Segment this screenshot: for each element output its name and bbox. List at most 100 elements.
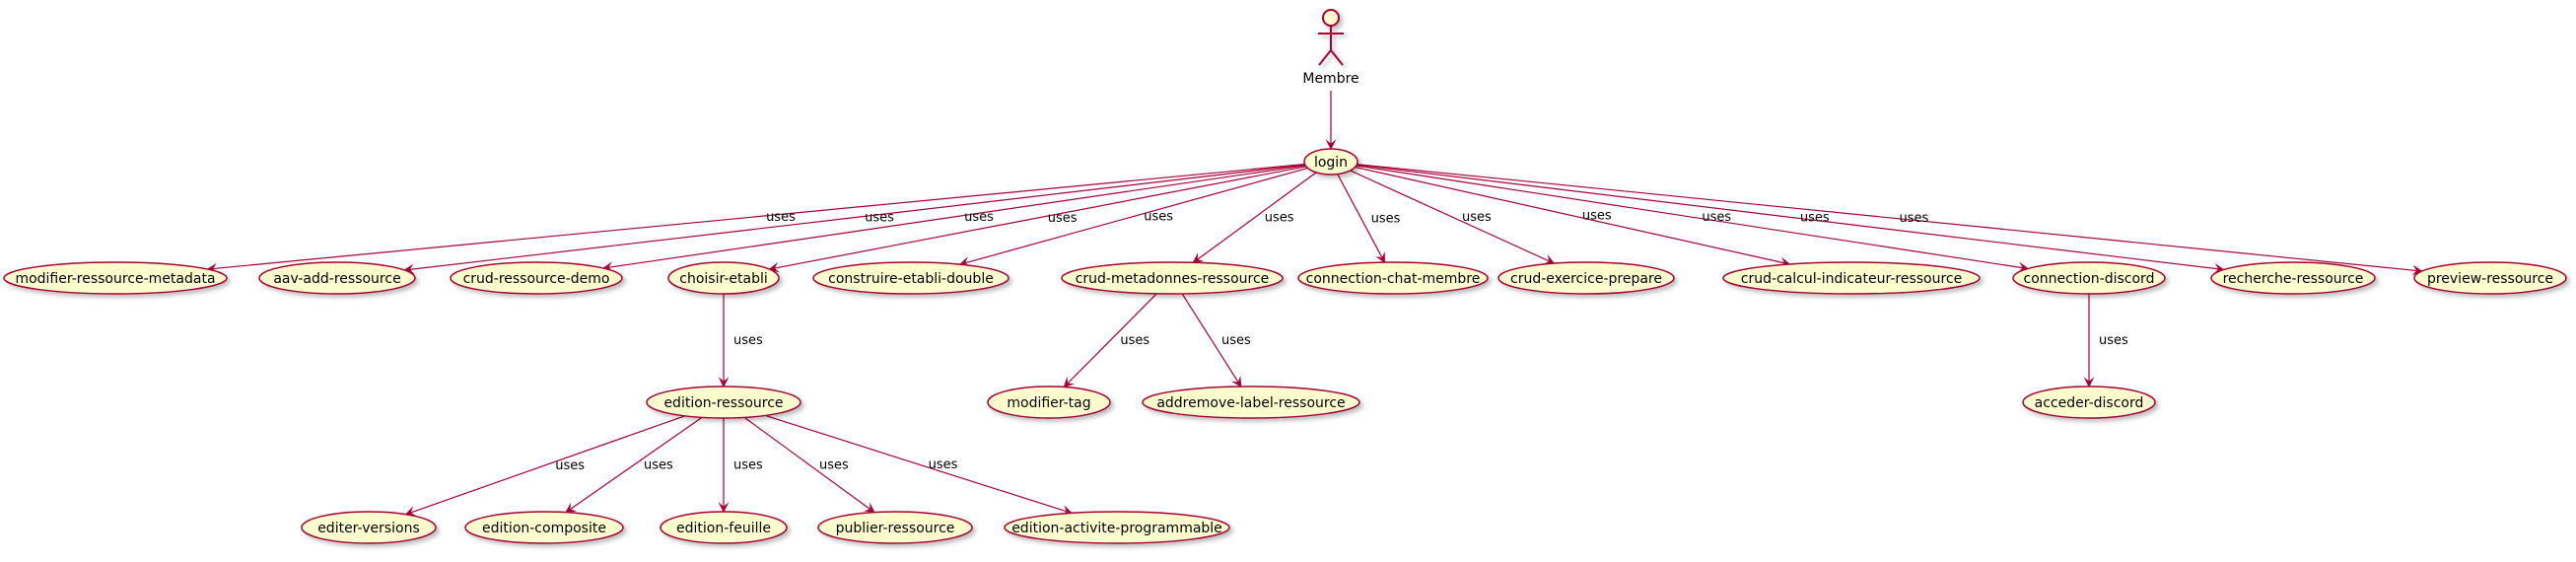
edge-line: [565, 416, 703, 514]
edge-label: uses: [1048, 211, 1078, 226]
use-case-ellipse: [301, 511, 437, 544]
use-case-ellipse: [2210, 261, 2376, 295]
edge-edition-ressource-to-edition-composite: uses: [565, 416, 703, 514]
use-case-choisir-etabli: choisir-etabli: [667, 261, 780, 295]
use-case-ellipse: [1061, 261, 1284, 295]
edge-label: uses: [1221, 333, 1251, 348]
actor-figure-icon: [1318, 9, 1344, 66]
use-case-label: editer-versions: [317, 521, 420, 536]
use-case-label: crud-calcul-indicateur-ressource: [1741, 271, 1963, 287]
use-case-label: edition-feuille: [676, 521, 771, 536]
use-case-label: construire-etabli-double: [828, 271, 994, 287]
edge-line: [1063, 293, 1157, 388]
use-case-label: connection-discord: [2024, 271, 2155, 287]
use-case-login: login: [1303, 148, 1358, 176]
actor-label: Membre: [1302, 71, 1358, 87]
edge-label: uses: [2099, 333, 2128, 348]
edge-login-to-preview-ressource: uses: [1357, 164, 2423, 276]
edge-login-to-crud-calcul-indicateur-ressource: uses: [1355, 166, 1791, 268]
use-case-recherche-ressource: recherche-ressource: [2210, 261, 2376, 295]
use-case-crud-metadonnes-ressource: crud-metadonnes-ressource: [1061, 261, 1284, 295]
use-case-label: preview-ressource: [2427, 271, 2553, 287]
use-case-label: aav-add-ressource: [273, 271, 400, 287]
edge-line: [768, 166, 1307, 273]
use-case-label: edition-composite: [482, 521, 606, 536]
use-case-label: modifier-ressource-metadata: [15, 271, 215, 287]
edge-line: [743, 416, 875, 514]
use-case-connection-chat-membre: connection-chat-membre: [1297, 261, 1489, 295]
edge-edition-ressource-to-edition-activite-programmable: uses: [765, 414, 1074, 516]
use-case-addremove-label-ressource: addremove-label-ressource: [1142, 386, 1360, 419]
edge-login-to-recherche-ressource: uses: [1357, 164, 2225, 274]
edge-line: [1355, 166, 1791, 268]
use-case-label: choisir-etabli: [679, 271, 767, 287]
use-case-ellipse: [1722, 261, 1981, 295]
use-case-ellipse: [667, 261, 780, 295]
use-case-label: crud-exercice-prepare: [1510, 271, 1662, 287]
edge-label: uses: [1900, 211, 1929, 226]
edge-label: uses: [964, 210, 994, 225]
edge-label: uses: [1265, 211, 1294, 226]
use-case-label: modifier-tag: [1007, 395, 1090, 411]
use-case-ellipse: [2012, 261, 2166, 295]
use-case-modifier-ressource-metadata: modifier-ressource-metadata: [3, 261, 228, 295]
use-case-label: publier-ressource: [836, 521, 955, 536]
use-case-crud-ressource-demo: crud-ressource-demo: [450, 261, 623, 295]
use-case-label: recherche-ressource: [2223, 271, 2364, 287]
edge-login-to-modifier-ressource-metadata: uses: [206, 163, 1305, 274]
use-case-ellipse: [817, 511, 973, 544]
edge-label: uses: [1800, 210, 1830, 225]
edge-label: uses: [819, 458, 849, 473]
edge-line: [765, 414, 1074, 516]
edge-edition-ressource-to-publier-ressource: uses: [743, 416, 875, 514]
actor: Membre: [1302, 9, 1359, 87]
use-case-publier-ressource: publier-ressource: [817, 511, 973, 544]
use-case-label: edition-activite-programmable: [1011, 521, 1222, 536]
use-case-edition-composite: edition-composite: [464, 511, 624, 544]
edge-crud-metadonnes-ressource-to-modifier-tag: uses: [1063, 293, 1157, 388]
use-case-label: connection-chat-membre: [1306, 271, 1481, 287]
use-case-ellipse: [258, 261, 416, 295]
use-case-ellipse: [464, 511, 624, 544]
use-case-crud-exercice-prepare: crud-exercice-prepare: [1497, 261, 1675, 295]
edge-choisir-etabli-to-edition-ressource: uses: [718, 294, 763, 388]
edge-label: uses: [1462, 210, 1492, 225]
use-case-ellipse: [450, 261, 623, 295]
edge-label: uses: [1702, 210, 1731, 225]
use-case-modifier-tag: modifier-tag: [987, 386, 1111, 419]
edge-login-to-crud-metadonnes-ressource: uses: [1192, 172, 1317, 263]
use-case-acceder-discord: acceder-discord: [2022, 386, 2156, 419]
use-case-label: edition-ressource: [663, 395, 783, 411]
use-case-ellipse: [3, 261, 228, 295]
edge-login-to-construire-etabli-double: uses: [958, 167, 1308, 267]
use-case-ellipse: [646, 386, 801, 419]
use-case-ellipse: [1004, 511, 1230, 544]
edge-label: uses: [733, 333, 763, 348]
use-case-edition-activite-programmable: edition-activite-programmable: [1004, 511, 1230, 544]
edge-login-to-connection-chat-membre: uses: [1337, 174, 1401, 264]
use-case-ellipse: [812, 261, 1010, 295]
edge-login-to-crud-exercice-prepare: uses: [1350, 170, 1556, 265]
edge-line: [403, 164, 1305, 275]
edge-label: uses: [733, 458, 763, 473]
use-case-label: crud-metadonnes-ressource: [1076, 271, 1270, 287]
edge-line: [1357, 164, 2423, 276]
use-case-ellipse: [1303, 148, 1358, 176]
edge-login-to-connection-discord: uses: [1356, 165, 2030, 273]
edge-line: [1350, 170, 1556, 265]
edge-label: uses: [1144, 209, 1173, 224]
edge-label: uses: [1120, 333, 1149, 348]
edge-line: [404, 415, 685, 517]
edge-line: [601, 165, 1306, 272]
use-case-edition-feuille: edition-feuille: [660, 511, 788, 544]
use-case-label: login: [1314, 155, 1348, 171]
edge-label: uses: [766, 210, 796, 225]
edge-line: [206, 163, 1305, 274]
edge-line: [958, 167, 1308, 267]
edge-login-to-choisir-etabli: uses: [768, 166, 1307, 273]
edges-layer: uses uses uses uses uses uses uses uses uses uses…: [206, 91, 2423, 517]
edge-login-to-crud-ressource-demo: uses: [601, 165, 1306, 272]
edge-connection-discord-to-acceder-discord: uses: [2083, 294, 2128, 388]
use-case-aav-add-ressource: aav-add-ressource: [258, 261, 416, 295]
